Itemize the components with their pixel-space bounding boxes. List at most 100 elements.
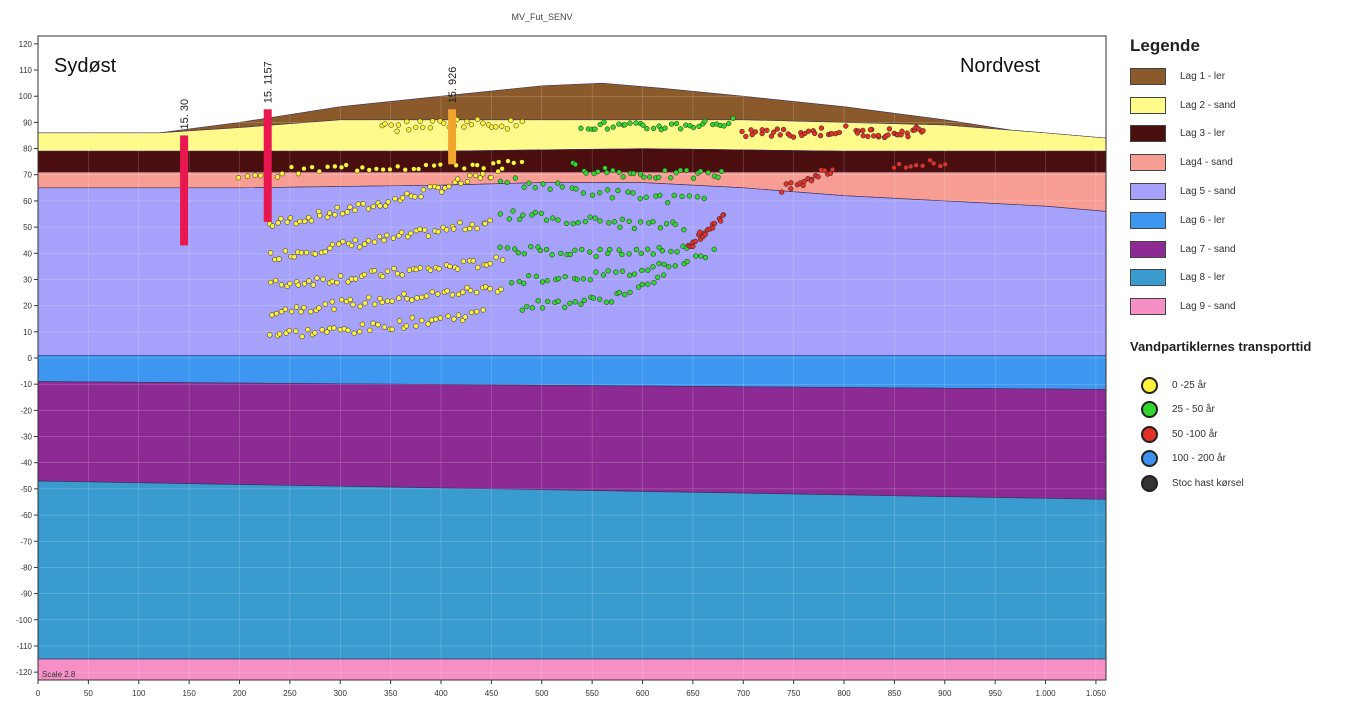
- particle-dot: [860, 127, 866, 134]
- y-tick-label: 0: [28, 354, 33, 363]
- particle-dot: [287, 281, 293, 287]
- particle-dot: [543, 246, 550, 253]
- particle-dot: [355, 201, 361, 207]
- particle-dot: [375, 322, 381, 328]
- particle-dot: [573, 186, 579, 192]
- particle-dot: [308, 309, 314, 315]
- particle-dot: [639, 281, 646, 288]
- particle-dot: [619, 251, 625, 258]
- particle-dot: [610, 124, 616, 130]
- particle-dot: [382, 121, 388, 127]
- particle-dot: [558, 250, 564, 257]
- particle-dot: [409, 315, 415, 321]
- particle-dot: [366, 294, 372, 301]
- particle-dot: [668, 175, 674, 181]
- x-tick-label: 900: [938, 689, 952, 698]
- particle-dot: [572, 299, 578, 305]
- transport-dot: [1141, 425, 1158, 443]
- particle-dot: [447, 263, 453, 270]
- particle-dot: [593, 253, 599, 260]
- particle-dot: [282, 306, 289, 312]
- particle-dot: [562, 274, 568, 280]
- legend-label: Lag 7 - sand: [1180, 243, 1236, 255]
- particle-dot: [524, 303, 530, 310]
- particle-dot: [812, 130, 818, 137]
- particle-dot: [404, 118, 410, 125]
- grid: [37, 36, 1106, 680]
- particle-dot: [235, 175, 242, 181]
- particle-dot: [267, 332, 273, 338]
- particle-dot: [668, 248, 674, 255]
- y-tick-label: 120: [19, 40, 33, 49]
- y-tick-label: -100: [16, 616, 33, 625]
- y-tick-label: 60: [23, 197, 32, 206]
- particle-dot: [511, 160, 517, 166]
- particle-dot: [322, 301, 328, 307]
- particle-dot: [326, 210, 333, 216]
- particle-dot: [886, 126, 893, 132]
- particle-dot: [460, 258, 467, 264]
- particle-dot: [467, 225, 473, 232]
- legend-swatch: [1130, 269, 1166, 287]
- particle-dot: [627, 289, 633, 296]
- particle-dot: [423, 162, 429, 168]
- particle-dot: [630, 190, 636, 196]
- particle-dot: [314, 275, 320, 281]
- x-tick-label: 150: [182, 689, 196, 698]
- particle-dot: [631, 271, 638, 277]
- particle-dot: [540, 181, 546, 187]
- particle-dot: [359, 321, 366, 327]
- particle-dot: [590, 295, 597, 301]
- y-tick-label: 110: [19, 66, 32, 75]
- particle-dot: [710, 225, 716, 231]
- particle-dot: [656, 174, 662, 181]
- particle-dot: [497, 211, 504, 217]
- particle-dot: [362, 300, 368, 306]
- particle-dot: [572, 247, 578, 253]
- particle-dot: [474, 162, 480, 168]
- particle-dot: [500, 257, 506, 263]
- particle-dot: [382, 203, 389, 209]
- particle-dot: [656, 244, 662, 251]
- particle-dot: [822, 167, 828, 174]
- particle-dot: [903, 165, 909, 171]
- particle-dot: [480, 120, 486, 126]
- particle-dot: [331, 325, 337, 331]
- particle-dot: [836, 129, 842, 136]
- particle-dot: [580, 190, 587, 196]
- particle-dot: [650, 264, 656, 270]
- particle-dot: [481, 165, 487, 171]
- legend-label: Lag 9 - sand: [1180, 301, 1236, 313]
- particle-dot: [425, 321, 431, 327]
- y-tick-label: -60: [20, 511, 32, 520]
- particle-dot: [310, 282, 316, 288]
- particle-dot: [352, 207, 358, 213]
- particle-dot: [396, 318, 403, 324]
- particle-dot: [319, 327, 325, 333]
- particle-dot: [646, 174, 653, 180]
- particle-dot: [343, 162, 349, 168]
- direction-label-left: Sydøst: [54, 55, 117, 77]
- particle-dot: [455, 312, 462, 318]
- legend-label: Lag4 - sand: [1180, 157, 1233, 169]
- particle-dot: [273, 277, 279, 284]
- particle-dot: [622, 291, 628, 298]
- particle-dot: [574, 276, 580, 283]
- particle-dot: [626, 272, 633, 278]
- particle-dot: [493, 254, 499, 260]
- particle-dot: [711, 246, 717, 252]
- particle-dot: [635, 284, 642, 290]
- legend-item: Lag 1 - ler: [1130, 62, 1236, 91]
- particle-dot: [899, 128, 905, 134]
- particle-dot: [352, 276, 359, 282]
- particle-dot: [269, 312, 275, 318]
- x-tick-label: 600: [636, 689, 650, 698]
- particle-dot: [875, 132, 882, 139]
- particle-dot: [570, 220, 576, 227]
- particle-dot: [701, 195, 707, 202]
- particle-dot: [627, 120, 633, 126]
- particle-dot: [697, 168, 704, 174]
- particle-dot: [436, 266, 442, 272]
- particle-dot: [705, 170, 711, 176]
- particle-dot: [673, 120, 680, 127]
